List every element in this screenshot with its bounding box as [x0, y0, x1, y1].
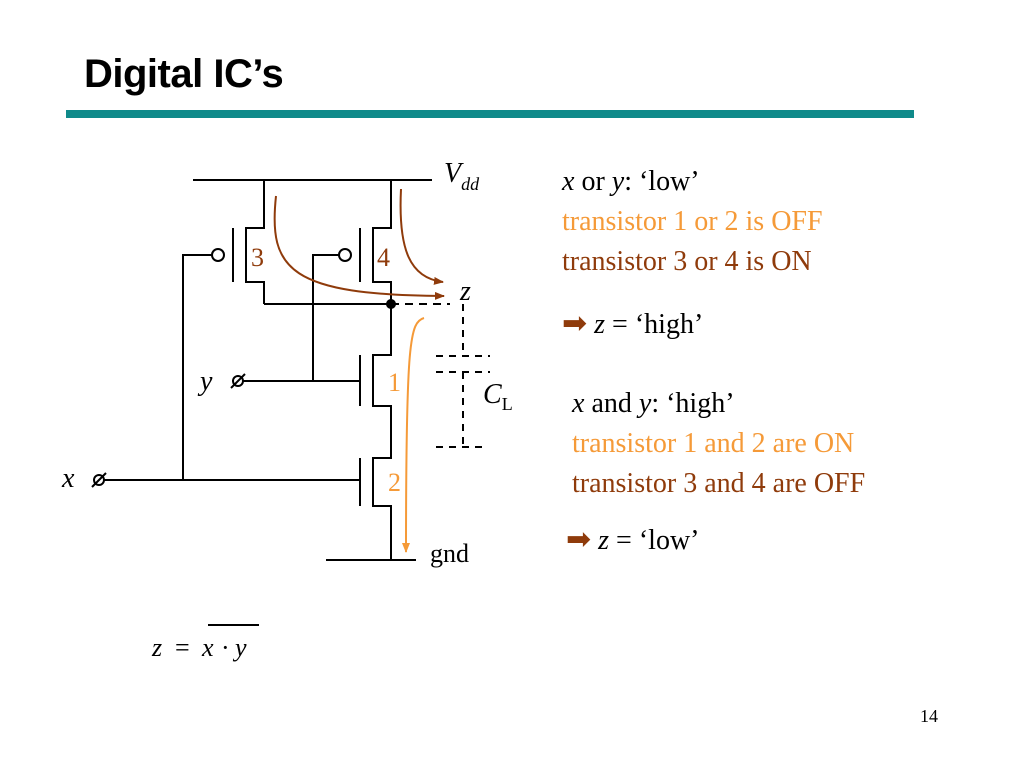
transistor-2-label: 2 — [388, 468, 401, 497]
svg-text:x: x — [201, 633, 214, 662]
output-node-dot — [386, 299, 396, 309]
svg-text:=: = — [175, 633, 190, 662]
cl-label: CL — [483, 379, 513, 414]
case-high-condition: x and y: ‘high’ — [572, 388, 735, 419]
vdd-label: Vdd — [444, 158, 480, 194]
svg-text:z: z — [151, 633, 162, 662]
case-high-pmos-state: transistor 3 and 4 are OFF — [572, 468, 866, 499]
page-number: 14 — [920, 706, 938, 726]
transistor-3-gate-wire — [182, 254, 212, 480]
svg-text:y: y — [232, 633, 247, 662]
case-low-nmos-state: transistor 1 or 2 is OFF — [562, 206, 823, 237]
slide-title: Digital IC’s — [84, 52, 284, 96]
z-node-label: z — [459, 276, 471, 307]
transistor-4-drain-source — [372, 180, 392, 304]
y-terminal — [232, 375, 244, 387]
right-arrow-icon: ➡ — [566, 523, 592, 556]
transistor-3-label: 3 — [251, 243, 264, 272]
transistor-2-drain-source — [372, 456, 392, 560]
load-capacitor — [436, 304, 490, 448]
case-low-result: ➡ z = ‘high’ — [562, 307, 704, 341]
svg-text:·: · — [221, 633, 230, 662]
pulldown-current-arrow — [402, 317, 425, 553]
case-high-nmos-state: transistor 1 and 2 are ON — [572, 428, 855, 459]
transistor-3-drain-source — [245, 180, 265, 304]
nand-equation: z = x · y — [151, 624, 259, 662]
y-input-label: y — [197, 366, 213, 397]
title-divider — [66, 110, 914, 118]
x-terminal — [93, 474, 105, 486]
transistor-1-label: 1 — [388, 368, 401, 397]
right-arrow-icon: ➡ — [562, 307, 588, 340]
pullup-current-arrow-left — [273, 195, 445, 300]
case-low-pmos-state: transistor 3 or 4 is ON — [562, 246, 812, 277]
transistor-4-gate-wire — [312, 254, 339, 381]
transistor-4-bubble — [338, 248, 352, 262]
case-high-result: ➡ z = ‘low’ — [566, 523, 700, 557]
transistor-4-label: 4 — [377, 243, 390, 272]
transistor-1-drain-source — [372, 304, 392, 456]
pullup-current-arrow-right — [399, 188, 444, 285]
x-input-label: x — [61, 463, 75, 494]
case-low-condition: x or y: ‘low’ — [562, 166, 700, 197]
transistor-3-bubble — [211, 248, 225, 262]
gnd-label: gnd — [430, 539, 469, 568]
